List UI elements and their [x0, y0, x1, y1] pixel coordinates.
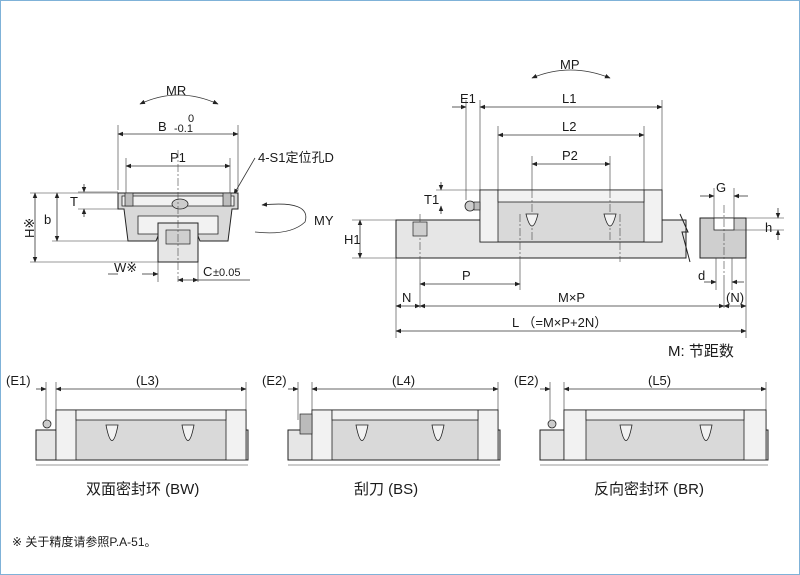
variant-br: (E2) (L5) 反向密封环 (BR)	[514, 373, 769, 498]
m-note: M: 节距数	[668, 343, 734, 360]
front-view: MR B 0 -0.1 P1 4-S1定位孔D MY	[22, 83, 334, 283]
br-l-label: (L5)	[648, 373, 671, 388]
l1-label: L1	[562, 91, 576, 106]
c-tol: ±0.05	[213, 267, 240, 279]
n-paren-label: (N)	[726, 290, 744, 305]
bw-e-label: (E1)	[6, 373, 31, 388]
hole-callout: 4-S1定位孔D	[258, 150, 334, 165]
l-label: L （=M×P+2N）	[512, 315, 607, 330]
my-arrow	[254, 202, 307, 234]
e1-label: E1	[460, 91, 476, 106]
bs-e-label: (E2)	[262, 373, 287, 388]
b-label: B	[158, 119, 167, 134]
br-e-label: (E2)	[514, 373, 539, 388]
n-label: N	[402, 290, 411, 305]
l2-label: L2	[562, 119, 576, 134]
footnote: ※ 关于精度请参照P.A-51。	[12, 534, 157, 549]
w-label: W※	[114, 260, 137, 275]
br-caption: 反向密封环 (BR)	[594, 481, 704, 498]
h-small-label: h	[765, 220, 772, 235]
mp-label: MP	[560, 57, 580, 72]
my-label: MY	[314, 213, 334, 228]
bw-l-label: (L3)	[136, 373, 159, 388]
b-tol-lower: -0.1	[174, 123, 193, 135]
p-label: P	[462, 268, 471, 283]
mp-arrow	[531, 69, 611, 79]
bs-l-label: (L4)	[392, 373, 415, 388]
variant-bw: (E1) (L3) 双面密封环 (BW)	[6, 373, 249, 498]
d-label: d	[698, 268, 705, 283]
t-label: T	[70, 194, 78, 209]
b-tol-upper: 0	[188, 113, 194, 125]
mxp-label: M×P	[558, 290, 585, 305]
variant-bs: (E2) (L4) 刮刀 (BS)	[262, 373, 501, 498]
p2-label: P2	[562, 148, 578, 163]
bw-caption: 双面密封环 (BW)	[86, 481, 199, 498]
g-label: G	[716, 180, 726, 195]
c-label: C	[203, 264, 212, 279]
t1-label: T1	[424, 192, 439, 207]
h1-label: H1	[344, 232, 361, 247]
b-small-label: b	[44, 212, 51, 227]
bs-caption: 刮刀 (BS)	[354, 481, 418, 498]
mr-arrow	[139, 94, 219, 105]
h-label: H※	[22, 218, 37, 238]
side-view: MP E1 L1 L2 P2 T1	[344, 57, 784, 360]
mr-label: MR	[166, 83, 186, 98]
